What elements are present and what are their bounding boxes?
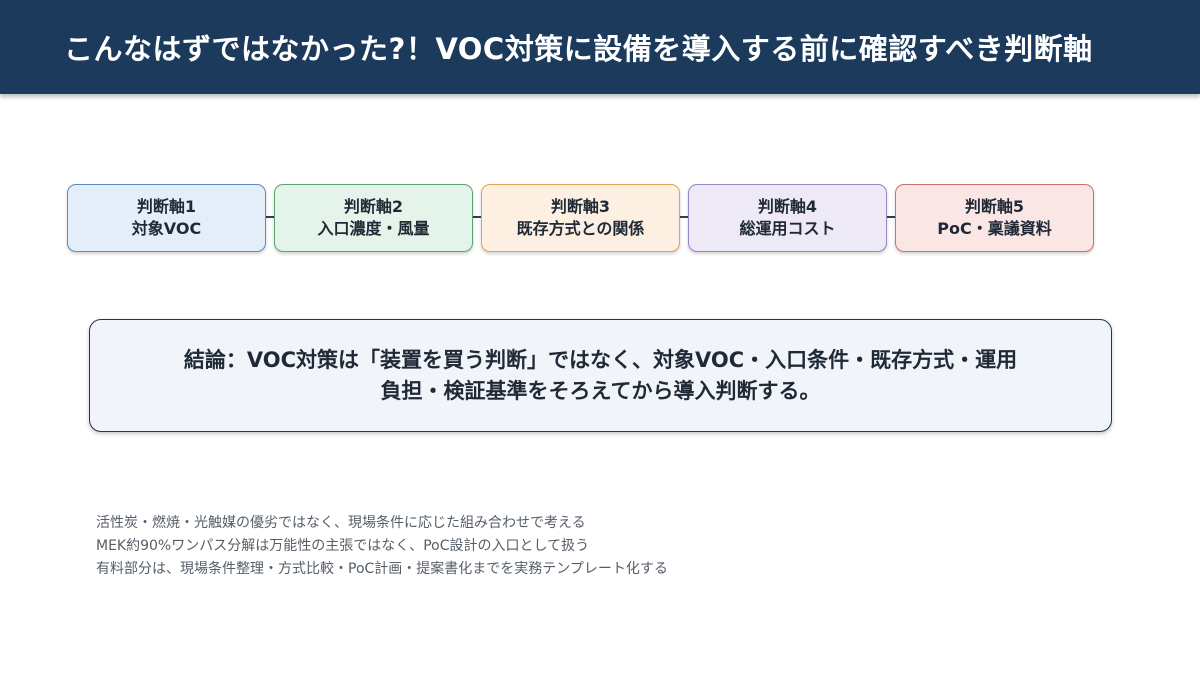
axis-card-5: 判断軸5 PoC・稟議資料	[895, 184, 1094, 252]
connector-line	[473, 216, 481, 218]
note-item: 有料部分は、現場条件整理・方式比較・PoC計画・提案書化までを実務テンプレート化…	[96, 561, 668, 577]
note-item: MEK約90%ワンパス分解は万能性の主張ではなく、PoC設計の入口として扱う	[96, 538, 590, 554]
page-title: こんなはずではなかった?！VOC対策に設備を導入する前に確認すべき判断軸	[64, 32, 1093, 66]
conclusion-line-1: 結論：VOC対策は「装置を買う判断」ではなく、対象VOC・入口条件・既存方式・運…	[183, 347, 1018, 372]
conclusion-line-2: 負担・検証基準をそろえてから導入判断する。	[380, 378, 821, 403]
header-bar: こんなはずではなかった?！VOC対策に設備を導入する前に確認すべき判断軸	[0, 0, 1200, 94]
axis-label: 判断軸3	[550, 197, 611, 216]
notes-list: 活性炭・燃焼・光触媒の優劣ではなく、現場条件に応じた組み合わせで考える MEK約…	[96, 512, 668, 581]
axis-label: 判断軸5	[964, 197, 1025, 216]
axis-card-4: 判断軸4 総運用コスト	[688, 184, 887, 252]
axis-card-3: 判断軸3 既存方式との関係	[481, 184, 680, 252]
axis-card-1: 判断軸1 対象VOC	[67, 184, 266, 252]
conclusion-box: 結論：VOC対策は「装置を買う判断」ではなく、対象VOC・入口条件・既存方式・運…	[89, 319, 1112, 432]
conclusion-text: 結論：VOC対策は「装置を買う判断」ではなく、対象VOC・入口条件・既存方式・運…	[184, 345, 1017, 407]
axis-title: 既存方式との関係	[516, 219, 645, 238]
connector-line	[680, 216, 688, 218]
connector-line	[266, 216, 274, 218]
axis-title: 対象VOC	[131, 219, 202, 238]
axis-title: 総運用コスト	[739, 219, 836, 238]
axis-label: 判断軸4	[757, 197, 818, 216]
axis-label: 判断軸1	[136, 197, 197, 216]
connector-line	[887, 216, 895, 218]
axis-card-2: 判断軸2 入口濃度・風量	[274, 184, 473, 252]
axis-title: PoC・稟議資料	[937, 219, 1052, 238]
note-item: 活性炭・燃焼・光触媒の優劣ではなく、現場条件に応じた組み合わせで考える	[96, 515, 586, 531]
axis-label: 判断軸2	[343, 197, 404, 216]
axis-title: 入口濃度・風量	[317, 219, 430, 238]
